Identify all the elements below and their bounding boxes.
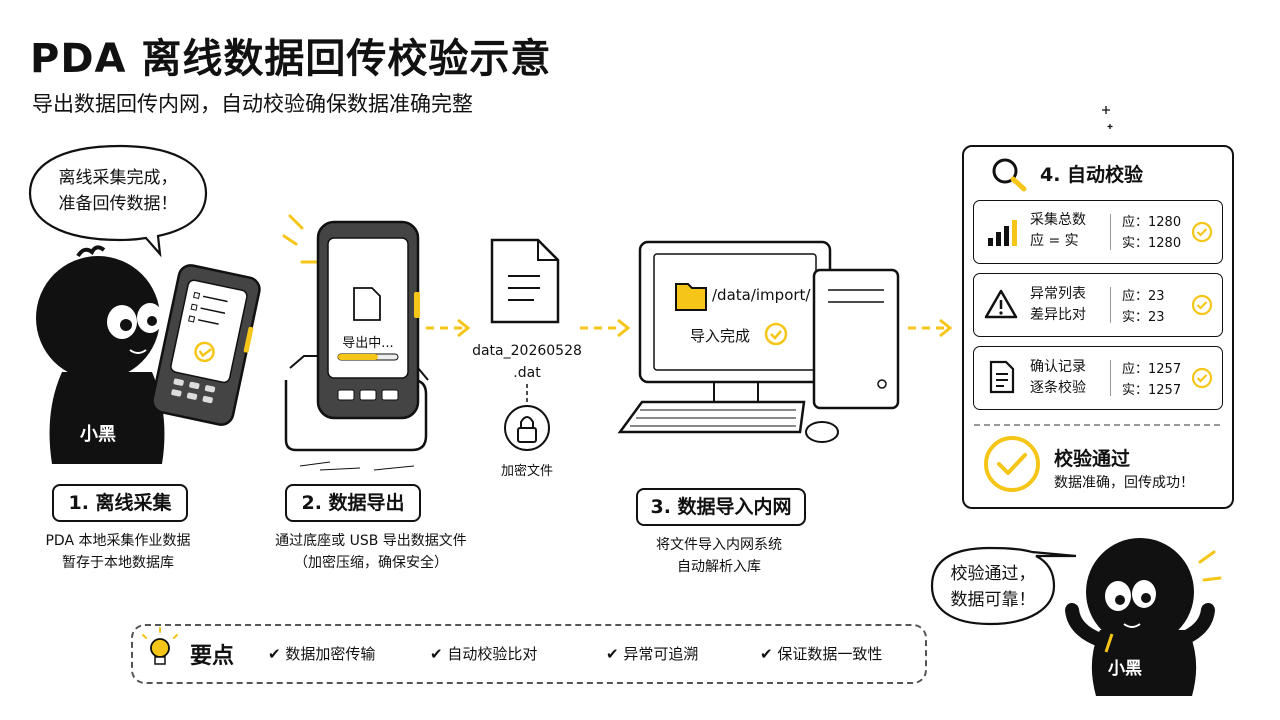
desc-line: （加密压缩，确保安全） [294, 555, 448, 571]
export-progress-text: 导出中... [342, 336, 394, 351]
check-icon: ✔ [430, 645, 443, 663]
actual-value: 实：1280 [1122, 236, 1182, 251]
step-1-label: 1. 离线采集 [52, 484, 188, 522]
key-points-label: 要点 [190, 644, 235, 669]
mascot-character-end [1065, 538, 1222, 696]
row-label: 采集总数 [1030, 212, 1086, 228]
pass-check-icon [984, 436, 1040, 492]
verify-row-exceptions-values: 应：23 实：23 [1122, 286, 1165, 328]
desc-line: 通过底座或 USB 导出数据文件 [275, 533, 467, 549]
warning-icon [984, 289, 1018, 319]
row-sublabel: 逐条校验 [1030, 380, 1086, 396]
step-3-label: 3. 数据导入内网 [636, 488, 806, 526]
desc-line: PDA 本地采集作业数据 [45, 533, 191, 549]
pda-in-dock [282, 214, 429, 471]
pass-title: 校验通过 [1054, 448, 1131, 470]
key-points-bar [131, 624, 927, 684]
verify-row-exceptions-label: 异常列表 差异比对 [1030, 284, 1086, 326]
speech-line: 数据可靠！ [950, 590, 1036, 610]
expected-value: 应：1257 [1122, 362, 1182, 377]
verify-row-confirm [973, 346, 1223, 410]
file-name-line: data_20260528 [472, 343, 582, 359]
pass-subtitle: 数据准确，回传成功！ [1054, 475, 1194, 491]
speech-line: 离线采集完成， [58, 168, 178, 188]
row-sublabel: 差异比对 [1030, 307, 1086, 323]
document-icon [989, 360, 1015, 394]
check-circle-icon [764, 322, 788, 346]
verification-title: 4. 自动校验 [1040, 164, 1144, 186]
desc-line: 暂存于本地数据库 [62, 555, 174, 571]
key-point-item: ✔ 自动校验比对 [430, 643, 537, 664]
desc-line: 将文件导入内网系统 [656, 537, 782, 553]
data-file-icon [490, 238, 560, 402]
step-2-label: 2. 数据导出 [285, 484, 421, 522]
speech-line: 校验通过， [950, 564, 1036, 584]
bar-chart-icon [988, 220, 1017, 246]
speech-text-end: 校验通过， 数据可靠！ [938, 561, 1048, 613]
speech-bubble-start [28, 144, 208, 258]
key-point-text: 自动校验比对 [447, 645, 538, 663]
key-point-item: ✔ 异常可追溯 [606, 643, 698, 664]
pda-handheld-device [151, 264, 261, 426]
row-sublabel: 应 = 实 [1030, 233, 1079, 249]
row-label: 确认记录 [1030, 359, 1086, 375]
import-path: /data/import/ [712, 286, 811, 304]
mascot-character-start [36, 245, 238, 464]
step-3-description: 将文件导入内网系统 自动解析入库 [620, 534, 818, 578]
import-status: 导入完成 [690, 327, 751, 345]
check-circle-icon [1191, 367, 1213, 389]
panel-divider [974, 424, 1220, 426]
verify-row-total-label: 采集总数 应 = 实 [1030, 210, 1086, 252]
key-point-text: 数据加密传输 [285, 645, 376, 663]
mascot-name-tag-end: 小黑 [1108, 659, 1142, 679]
row-divider [1110, 287, 1111, 323]
file-name-ext: .dat [513, 365, 541, 381]
expected-value: 应：1280 [1122, 215, 1182, 230]
page-title: PDA 离线数据回传校验示意 [30, 36, 552, 82]
magnifier-icon [992, 158, 1027, 192]
desc-line: 自动解析入库 [677, 559, 761, 575]
verify-row-confirm-values: 应：1257 实：1257 [1122, 359, 1181, 401]
expected-value: 应：23 [1122, 289, 1165, 304]
lock-icon [504, 405, 550, 451]
folder-icon [675, 283, 707, 311]
step-2-description: 通过底座或 USB 导出数据文件 （加密压缩，确保安全） [256, 530, 486, 574]
check-circle-icon [1191, 221, 1213, 243]
speech-line: 准备回传数据！ [58, 194, 178, 214]
step-1-description: PDA 本地采集作业数据 暂存于本地数据库 [20, 530, 216, 574]
verify-row-total [973, 200, 1223, 264]
row-label: 异常列表 [1030, 286, 1086, 302]
check-icon: ✔ [760, 645, 773, 663]
key-point-item: ✔ 数据加密传输 [268, 643, 375, 664]
page-subtitle: 导出数据回传内网，自动校验确保数据准确完整 [32, 92, 473, 116]
actual-value: 实：1257 [1122, 383, 1182, 398]
check-icon: ✔ [606, 645, 619, 663]
check-circle-icon [1191, 294, 1213, 316]
check-icon: ✔ [268, 645, 281, 663]
sparkle-icon [1102, 106, 1113, 129]
verify-row-total-values: 应：1280 实：1280 [1122, 212, 1181, 254]
verify-row-exceptions [973, 273, 1223, 337]
key-point-item: ✔ 保证数据一致性 [760, 643, 882, 664]
key-point-text: 异常可追溯 [623, 645, 699, 663]
desktop-computer [617, 240, 900, 443]
verify-row-confirm-label: 确认记录 逐条校验 [1030, 357, 1086, 399]
arrow-heads [457, 318, 953, 338]
key-point-text: 保证数据一致性 [777, 645, 883, 663]
encrypted-file-label: 加密文件 [500, 464, 553, 479]
row-divider [1110, 360, 1111, 396]
row-divider [1110, 214, 1111, 250]
speech-bubble-end [930, 546, 1077, 626]
actual-value: 实：23 [1122, 310, 1165, 325]
mascot-name-tag: 小黑 [80, 424, 116, 445]
speech-text-start: 离线采集完成， 准备回传数据！ [44, 165, 192, 217]
file-name: data_20260528 .dat [470, 340, 584, 384]
